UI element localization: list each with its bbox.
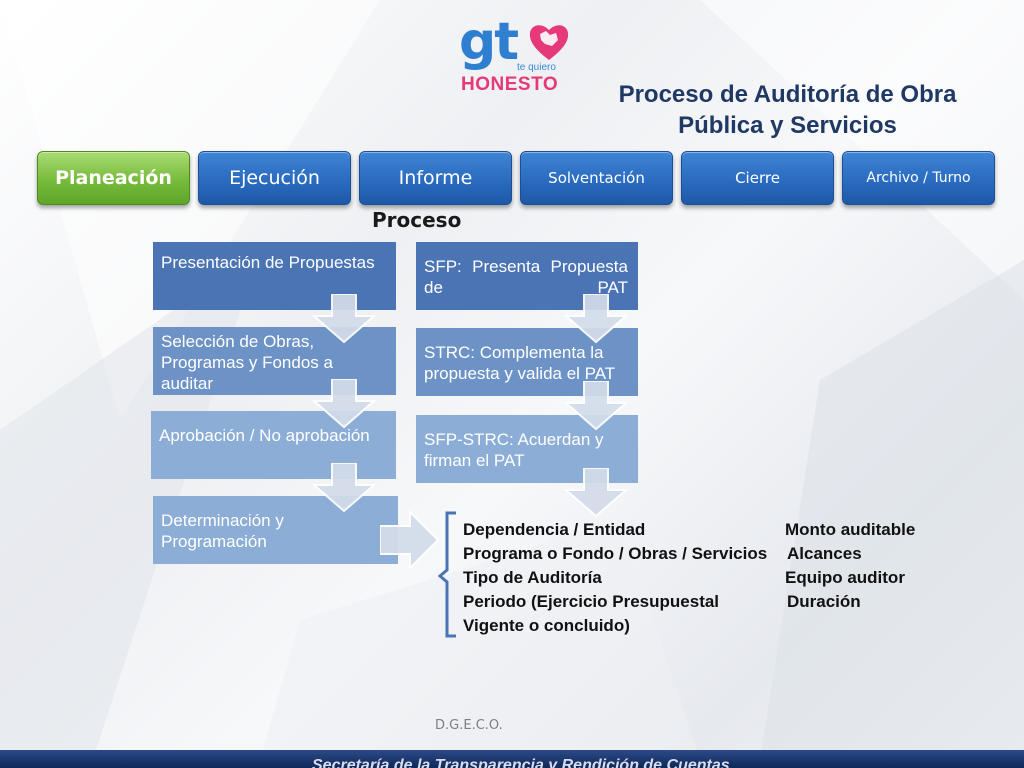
logo-tagline: te quiero xyxy=(517,62,556,73)
arrow-down-icon xyxy=(564,294,628,344)
step-determinacion: Determinación y Programación xyxy=(153,496,398,564)
logo-wordmark: HONESTO xyxy=(461,74,559,95)
detail-item: Tipo de Auditoría xyxy=(463,568,602,587)
detail-item: Periodo (Ejercicio Presupuestal xyxy=(463,592,720,611)
tab-label: Cierre xyxy=(735,169,780,187)
step-text: Presentación de Propuestas xyxy=(161,253,375,272)
step-text: STRC: Complementa la propuesta y valida … xyxy=(424,343,616,383)
step-aprobacion: Aprobación / No aprobación xyxy=(151,411,396,479)
tab-ejecucion[interactable]: Ejecución xyxy=(198,151,351,205)
tab-label: Ejecución xyxy=(229,167,320,189)
arrow-down-icon xyxy=(312,463,376,513)
title-line-1: Proceso de Auditoría de Obra xyxy=(618,81,957,108)
arrow-down-icon xyxy=(564,381,628,431)
step-text: SFP-STRC: Acuerdan y firman el PAT xyxy=(424,430,604,470)
footer-banner-text: Secretaría de la Transparencia y Rendici… xyxy=(312,757,730,768)
tab-planeacion[interactable]: Planeación xyxy=(37,151,190,205)
bracket-decoration xyxy=(438,511,456,638)
step-text: SFP: Presenta Propuesta de PAT xyxy=(424,257,628,297)
arrow-right-icon xyxy=(380,510,440,570)
tab-label: Informe xyxy=(398,167,473,189)
detail-item: Vigente o concluido) xyxy=(463,616,630,635)
detail-item: Programa o Fondo / Obras / Servicios xyxy=(463,544,768,563)
tab-informe[interactable]: Informe xyxy=(359,151,512,205)
step-text: Determinación y Programación xyxy=(161,511,284,551)
detail-item: Alcances xyxy=(787,544,862,563)
detail-item: Duración xyxy=(787,592,861,611)
gto-logo: gt te quiero HONESTO xyxy=(455,12,570,96)
section-label: Proceso xyxy=(372,208,462,232)
step-seleccion: Selección de Obras, Programas y Fondos a… xyxy=(153,327,396,395)
details-left: Dependencia / Entidad Programa o Fondo /… xyxy=(463,518,767,638)
title-line-2: Pública y Servicios xyxy=(678,112,897,139)
heart-icon xyxy=(529,25,569,60)
page-title: Proceso de Auditoría de Obra Pública y S… xyxy=(560,79,1015,141)
detail-item: Monto auditable xyxy=(785,520,916,539)
step-text: Selección de Obras, Programas y Fondos a… xyxy=(161,332,333,393)
tab-cierre[interactable]: Cierre xyxy=(681,151,834,205)
arrow-down-icon xyxy=(312,294,376,344)
arrow-down-icon xyxy=(312,379,376,429)
logo-gt: gt xyxy=(459,12,519,72)
tab-solventacion[interactable]: Solventación xyxy=(520,151,673,205)
footer-code: D.G.E.C.O. xyxy=(435,718,503,733)
details-right: Monto auditable Alcances Equipo auditor … xyxy=(785,518,915,614)
tab-label: Archivo / Turno xyxy=(866,170,971,186)
footer-banner: Secretaría de la Transparencia y Rendici… xyxy=(0,750,1024,768)
tab-label: Planeación xyxy=(55,167,172,189)
detail-item: Dependencia / Entidad xyxy=(463,520,646,539)
step-text: Aprobación / No aprobación xyxy=(159,426,370,445)
tab-archivo-turno[interactable]: Archivo / Turno xyxy=(842,151,995,205)
tab-label: Solventación xyxy=(548,169,645,187)
arrow-down-icon xyxy=(564,468,628,518)
detail-item: Equipo auditor xyxy=(785,568,905,587)
